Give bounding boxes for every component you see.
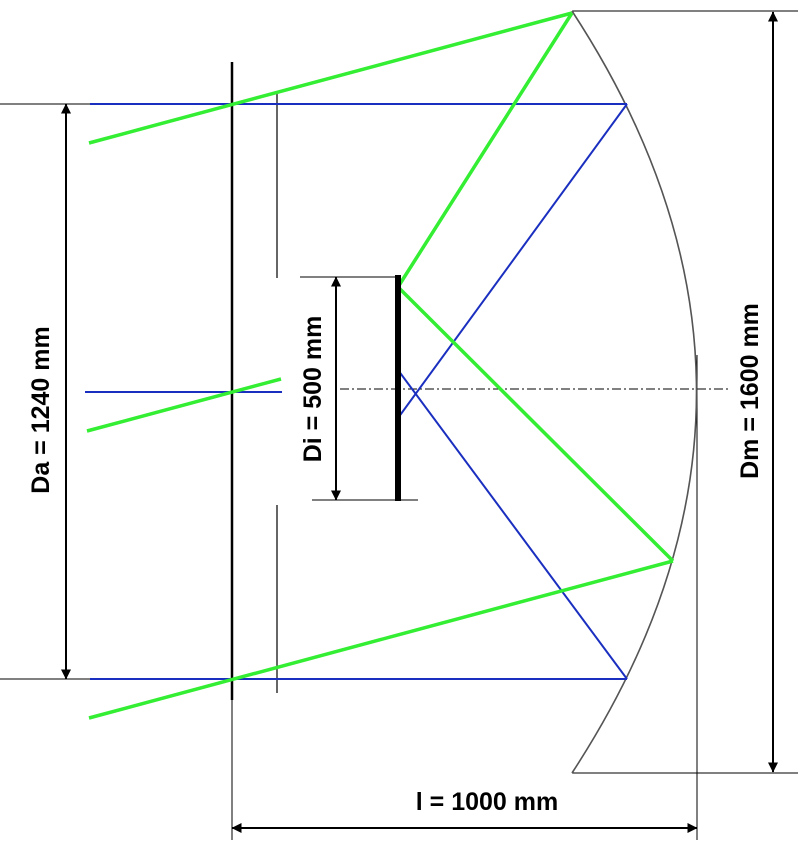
di-label: Di = 500 mm (299, 316, 327, 463)
da-label: Da = 1240 mm (27, 326, 55, 493)
green-ray-top-reflected (396, 12, 574, 288)
primary-mirror (571, 10, 698, 774)
l-label: l = 1000 mm (416, 788, 558, 816)
green-ray-center (86, 377, 282, 433)
extension-lines (0, 10, 798, 840)
blue-ray-bundle (85, 103, 628, 680)
blue-ray-bottom-reflected (397, 369, 628, 680)
blue-ray-top-reflected (397, 103, 628, 419)
dm-label: Dm = 1600 mm (736, 303, 764, 479)
green-ray-top-incoming (88, 11, 573, 145)
dimension-arrows (61, 11, 778, 833)
green-ray-bundle (86, 11, 675, 720)
green-ray-bottom-reflected (396, 285, 675, 563)
green-ray-bottom-incoming (88, 559, 674, 720)
